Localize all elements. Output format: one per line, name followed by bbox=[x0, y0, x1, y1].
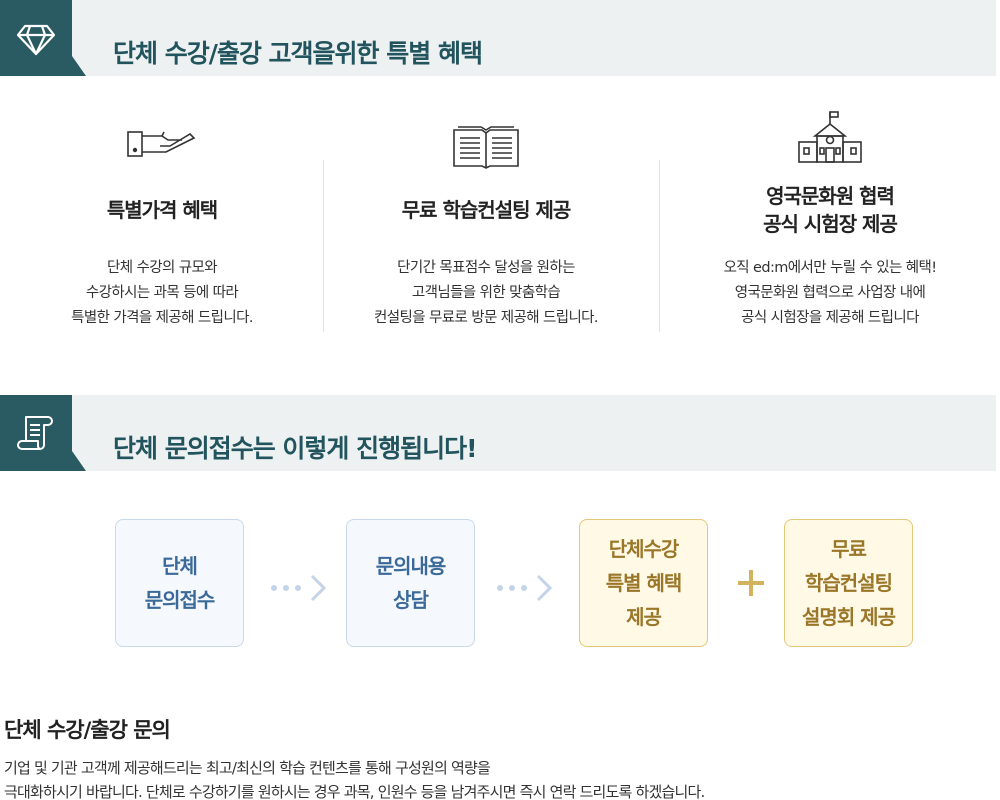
school-building-icon bbox=[798, 111, 862, 163]
benefit-title: 특별가격 혜택 bbox=[106, 198, 218, 222]
process-banner: 단체 문의접수는 이렇게 진행됩니다! bbox=[0, 395, 996, 471]
chevron-right-icon bbox=[497, 574, 553, 602]
banner-badge bbox=[0, 395, 86, 471]
step-special-benefit: 단체수강 특별 혜택 제공 bbox=[579, 519, 708, 647]
banner-title: 단체 문의접수는 이렇게 진행됩니다! bbox=[113, 434, 478, 463]
benefit-special-price: 특별가격 혜택 단체 수강의 규모와 수강하시는 과목 등에 따라 특별한 가격… bbox=[0, 110, 324, 340]
document-scroll-icon bbox=[17, 416, 53, 450]
benefit-description: 오직 ed:m에서만 누릴 수 있는 혜택! 영국문화원 협력으로 사업장 내에… bbox=[723, 260, 937, 326]
step-free-seminar: 무료 학습컨설팅 설명회 제공 bbox=[784, 519, 913, 647]
step-group-inquiry: 단체 문의접수 bbox=[115, 519, 244, 647]
divider bbox=[323, 160, 324, 332]
benefits-section: 특별가격 혜택 단체 수강의 규모와 수강하시는 과목 등에 따라 특별한 가격… bbox=[0, 110, 996, 340]
open-book-icon bbox=[453, 126, 519, 169]
banner-title: 단체 수강/출강 고객을위한 특별 혜택 bbox=[113, 39, 483, 68]
handshake-offer-icon bbox=[127, 131, 196, 157]
benefit-title: 영국문화원 협력 공식 시험장 제공 bbox=[763, 184, 898, 236]
banner-badge bbox=[0, 0, 86, 76]
step-consultation: 문의내용 상담 bbox=[346, 519, 475, 647]
chevron-right-icon bbox=[271, 574, 327, 602]
inquiry-title: 단체 수강/출강 문의 bbox=[4, 718, 171, 742]
diamond-icon bbox=[16, 24, 56, 56]
divider bbox=[659, 160, 660, 332]
plus-icon bbox=[738, 570, 764, 596]
benefits-banner: 단체 수강/출강 고객을위한 특별 혜택 bbox=[0, 0, 996, 76]
benefit-free-consulting: 무료 학습컨설팅 제공 단기간 목표점수 달성을 원하는 고객님들을 위한 맞춤… bbox=[324, 110, 648, 340]
inquiry-description: 기업 및 기관 고객께 제공해드리는 최고/최신의 학습 컨텐츠를 통해 구성원… bbox=[4, 759, 705, 800]
benefit-title: 무료 학습컨설팅 제공 bbox=[401, 198, 572, 222]
benefit-test-center: 영국문화원 협력 공식 시험장 제공 오직 ed:m에서만 누릴 수 있는 혜택… bbox=[668, 110, 992, 340]
benefit-description: 단기간 목표점수 달성을 원하는 고객님들을 위한 맞춤학습 컨설팅을 무료로 … bbox=[374, 260, 598, 326]
benefit-description: 단체 수강의 규모와 수강하시는 과목 등에 따라 특별한 가격을 제공해 드립… bbox=[71, 260, 253, 326]
